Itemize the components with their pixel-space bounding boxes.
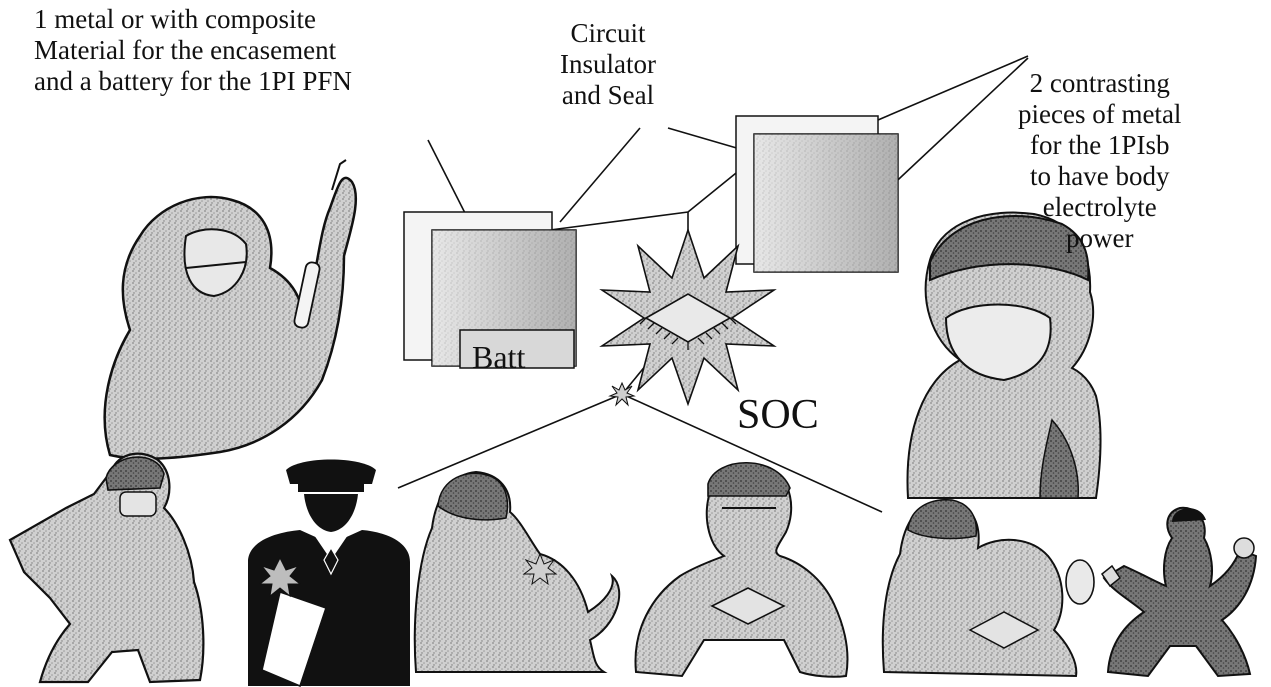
leader-lines bbox=[397, 55, 1029, 513]
leader-line-right-front bbox=[884, 57, 1029, 193]
label-line: 1 metal or with composite bbox=[34, 4, 316, 34]
label-battery-encasement: 1 metal or with composite Material for t… bbox=[34, 4, 352, 97]
leader-line-right-back bbox=[877, 55, 1029, 121]
battery-plates bbox=[403, 211, 577, 369]
label-line: 2 contrasting bbox=[1029, 68, 1170, 98]
label-line: Circuit bbox=[570, 18, 646, 48]
label-contrasting-metal: 2 contrasting pieces of metal for the 1P… bbox=[1018, 68, 1181, 254]
label-line: power bbox=[1065, 223, 1134, 253]
label-line: electrolyte bbox=[1042, 192, 1157, 222]
metal-plate-texture bbox=[754, 134, 898, 272]
label-line: pieces of metal bbox=[1018, 99, 1182, 129]
connector-spark-right bbox=[621, 393, 883, 513]
label-line: and a battery for the 1PI PFN bbox=[34, 66, 352, 96]
firefighter-icon bbox=[8, 452, 205, 684]
label-line: for the 1PIsb bbox=[1029, 130, 1170, 160]
leader-line-circuit-left bbox=[559, 127, 641, 223]
mechanic-icon bbox=[1100, 506, 1258, 678]
label-line: Material for the encasement bbox=[34, 35, 337, 65]
chip-pins bbox=[639, 317, 737, 350]
caregiver-elderly-icon bbox=[881, 498, 1095, 678]
label-circuit-insulator: Circuit Insulator and Seal bbox=[560, 18, 656, 111]
label-batt: Batt bbox=[472, 339, 526, 375]
metal-plates-right bbox=[735, 115, 899, 273]
surgeon-icon bbox=[906, 211, 1102, 499]
soc-starburst bbox=[599, 227, 777, 407]
label-line: Insulator bbox=[560, 49, 656, 79]
label-line: to have body bbox=[1029, 161, 1170, 191]
label-line: and Seal bbox=[561, 80, 655, 110]
researcher-test-tube-icon bbox=[103, 159, 357, 460]
police-officer-icon bbox=[248, 459, 410, 687]
connector-spark-left bbox=[397, 393, 623, 489]
connector-plates bbox=[549, 151, 763, 231]
miner-worker-icon bbox=[634, 461, 849, 678]
person-with-dog-icon bbox=[413, 470, 621, 673]
batt-box bbox=[459, 329, 575, 369]
spark-icon bbox=[608, 381, 636, 407]
label-soc: SOC bbox=[737, 392, 819, 438]
